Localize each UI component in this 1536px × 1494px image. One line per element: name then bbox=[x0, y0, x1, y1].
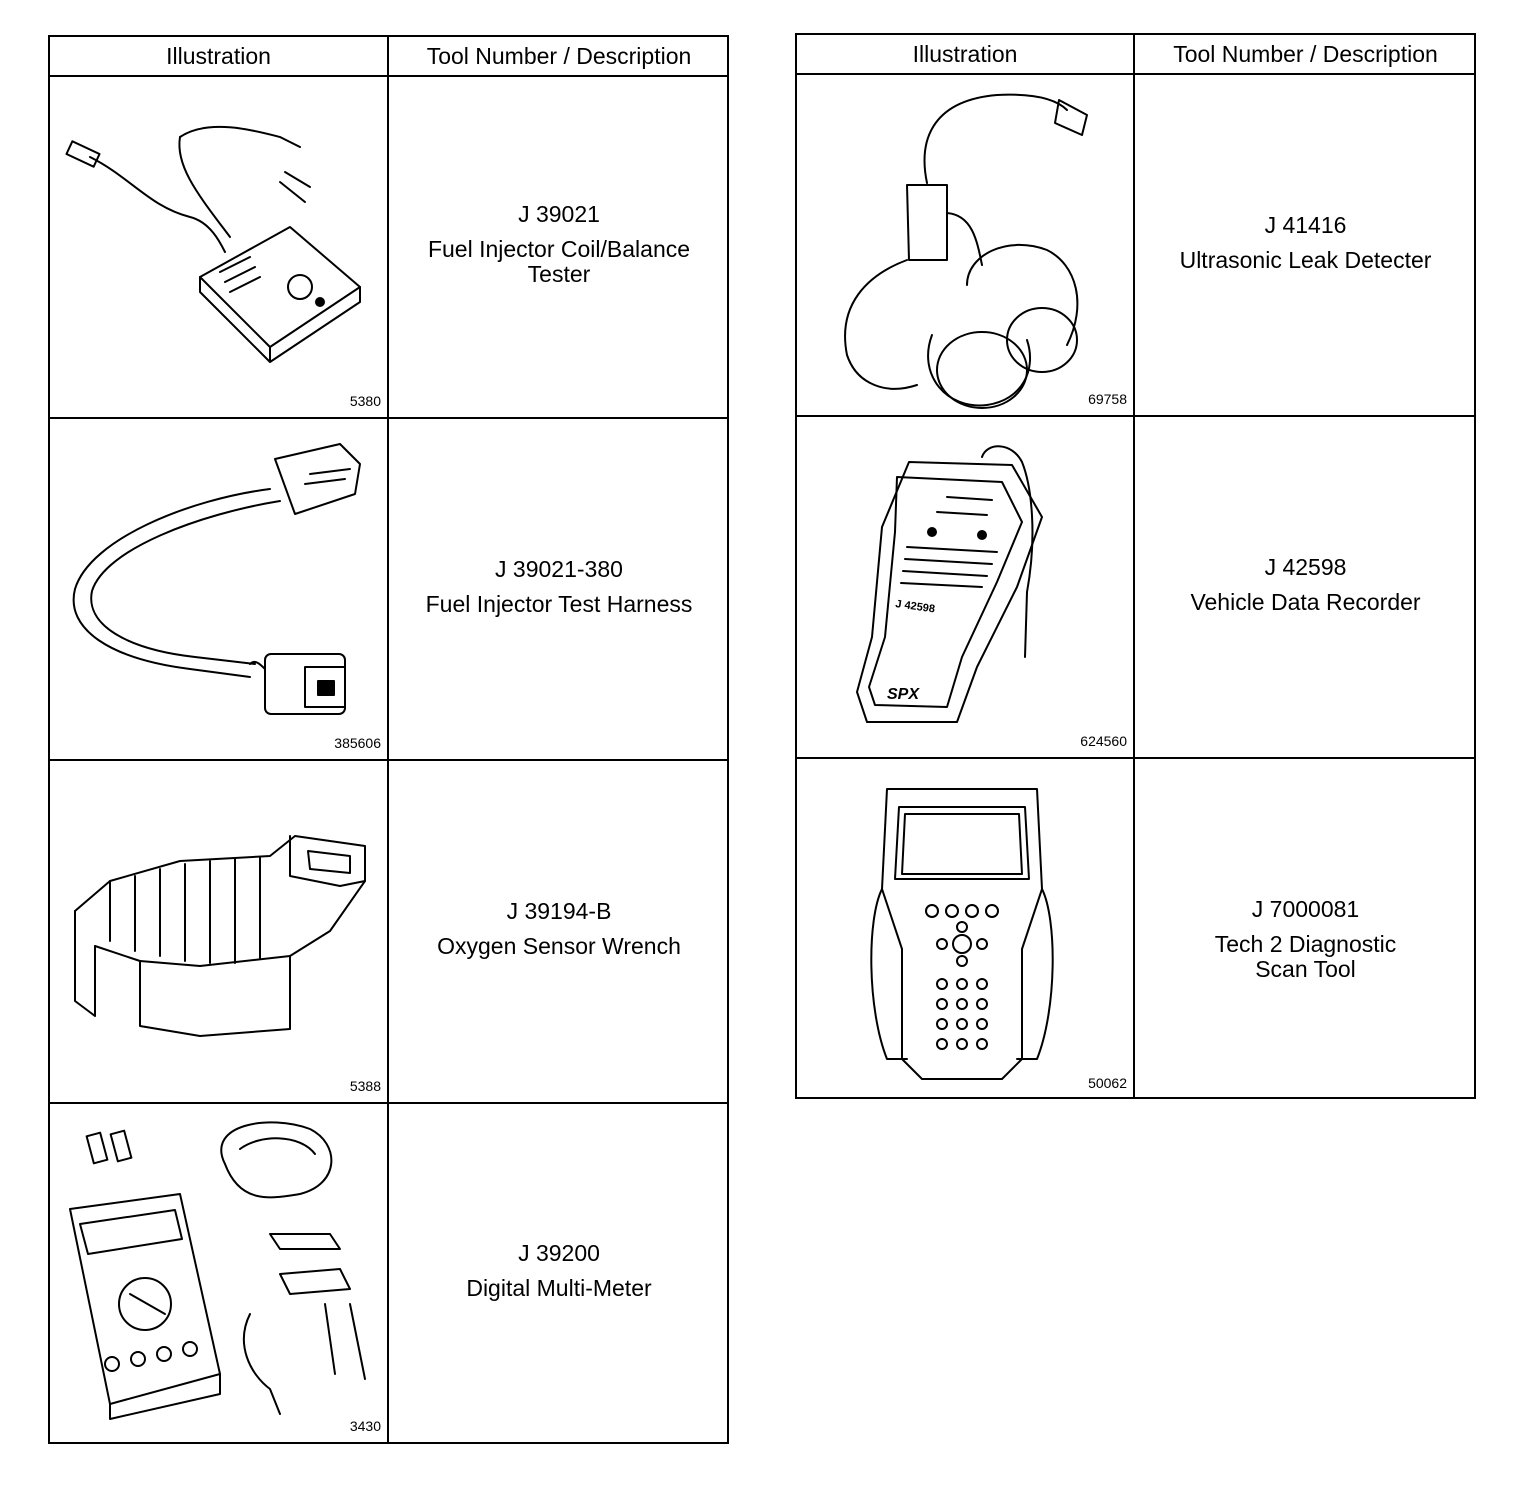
tool-number: J 39194-B bbox=[506, 898, 612, 924]
injector-tester-icon bbox=[65, 125, 361, 363]
left-tools-table: Illustration Tool Number / Description 5… bbox=[48, 35, 729, 1444]
header-illustration: Illustration bbox=[912, 41, 1018, 67]
figure-number: 5380 bbox=[349, 393, 381, 409]
tool-description-cell: J 42598 Vehicle Data Recorder bbox=[1135, 555, 1476, 615]
tool-name: Tech 2 Diagnostic Scan Tool bbox=[1214, 931, 1397, 982]
tool-description-cell: J 39021 Fuel Injector Coil/Balance Teste… bbox=[389, 202, 729, 287]
header-illustration: Illustration bbox=[166, 43, 271, 69]
recorder-brand-label: SPX bbox=[887, 686, 920, 703]
figure-number: 624560 bbox=[1080, 733, 1127, 749]
data-recorder-icon: J 42598 SPX bbox=[856, 445, 1043, 723]
tool-name: Ultrasonic Leak Detecter bbox=[1179, 247, 1432, 273]
right-table-header: Illustration Tool Number / Description bbox=[797, 35, 1474, 75]
tool-number: J 42598 bbox=[1264, 554, 1347, 580]
tool-number: J 41416 bbox=[1264, 212, 1347, 238]
tool-description-cell: J 41416 Ultrasonic Leak Detecter bbox=[1135, 213, 1476, 273]
tool-row-illustration: 3430 bbox=[50, 1104, 387, 1442]
tool-name: Digital Multi-Meter bbox=[466, 1275, 652, 1301]
header-tool-description: Tool Number / Description bbox=[426, 43, 692, 69]
oxygen-sensor-wrench-icon bbox=[74, 835, 366, 1037]
tool-name: Fuel Injector Coil/Balance Tester bbox=[427, 236, 691, 287]
tool-number: J 7000081 bbox=[1251, 896, 1360, 922]
tool-row-illustration: 50062 bbox=[797, 759, 1133, 1099]
tool-number: J 39200 bbox=[518, 1240, 600, 1266]
tool-row-illustration: J 42598 SPX 624560 bbox=[797, 417, 1133, 757]
tool-description-cell: J 39200 Digital Multi-Meter bbox=[389, 1241, 729, 1301]
header-tool-description: Tool Number / Description bbox=[1173, 41, 1438, 67]
tool-number: J 39021 bbox=[518, 201, 600, 227]
tool-number: J 39021-380 bbox=[495, 556, 623, 582]
figure-number: 50062 bbox=[1088, 1075, 1127, 1091]
figure-number: 385606 bbox=[334, 735, 381, 751]
tool-name: Vehicle Data Recorder bbox=[1190, 589, 1421, 615]
tool-row-illustration: 69758 bbox=[797, 75, 1133, 415]
tool-name: Fuel Injector Test Harness bbox=[425, 591, 693, 617]
tool-description-cell: J 7000081 Tech 2 Diagnostic Scan Tool bbox=[1135, 897, 1476, 982]
test-harness-icon bbox=[72, 443, 361, 715]
tool-name: Oxygen Sensor Wrench bbox=[437, 933, 681, 959]
recorder-model-label: J 42598 bbox=[895, 598, 936, 615]
figure-number: 69758 bbox=[1088, 391, 1127, 407]
tool-row-illustration: 385606 bbox=[50, 419, 387, 759]
tool-description-cell: J 39194-B Oxygen Sensor Wrench bbox=[389, 899, 729, 959]
scan-tool-icon bbox=[870, 788, 1054, 1080]
tool-row-illustration: 5380 bbox=[50, 77, 387, 417]
multimeter-icon bbox=[69, 1121, 366, 1420]
figure-number: 5388 bbox=[349, 1078, 381, 1094]
right-tools-table: Illustration Tool Number / Description 6… bbox=[795, 33, 1476, 1099]
leak-detector-headset-icon bbox=[844, 93, 1088, 409]
tool-row-illustration: 5388 bbox=[50, 761, 387, 1102]
tool-description-cell: J 39021-380 Fuel Injector Test Harness bbox=[389, 557, 729, 617]
figure-number: 3430 bbox=[349, 1418, 381, 1434]
